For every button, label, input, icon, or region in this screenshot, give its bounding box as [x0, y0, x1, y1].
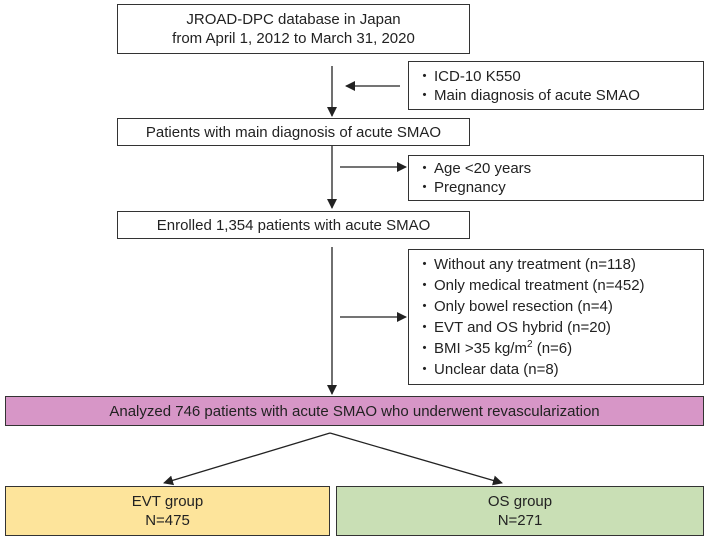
os-group-box: OS group N=271 — [336, 486, 704, 536]
exclusion3-item: Without any treatment (n=118) — [417, 254, 636, 275]
source-line-1: JROAD-DPC database in Japan — [186, 11, 401, 28]
exclusion3-item-bmi: BMI >35 kg/m2 (n=6) — [417, 338, 572, 359]
arrow-to-evt — [163, 432, 331, 486]
os-group-name: OS group — [487, 493, 553, 510]
bmi-suffix: (n=6) — [532, 340, 573, 357]
main-diagnosis-box: Patients with main diagnosis of acute SM… — [117, 118, 470, 146]
exclusion-box-1: ICD-10 K550 Main diagnosis of acute SMAO — [408, 61, 704, 110]
source-line-2: from April 1, 2012 to March 31, 2020 — [172, 30, 415, 47]
exclusion1-item: ICD-10 K550 — [417, 67, 521, 86]
enrolled-box: Enrolled 1,354 patients with acute SMAO — [117, 211, 470, 239]
main-diagnosis-text: Patients with main diagnosis of acute SM… — [145, 123, 442, 141]
exclusion3-item: Unclear data (n=8) — [417, 359, 559, 380]
exclusion-box-3: Without any treatment (n=118) Only medic… — [408, 249, 704, 385]
evt-group-count: N=475 — [145, 512, 190, 529]
evt-group-name: EVT group — [131, 493, 204, 510]
exclusion3-item: EVT and OS hybrid (n=20) — [417, 317, 611, 338]
exclusion-box-2: Age <20 years Pregnancy — [408, 155, 704, 201]
exclusion2-item: Pregnancy — [417, 178, 506, 197]
bmi-prefix: BMI >35 kg/m — [434, 340, 527, 357]
analyzed-text: Analyzed 746 patients with acute SMAO wh… — [109, 402, 600, 420]
exclusion1-item: Main diagnosis of acute SMAO — [417, 86, 640, 105]
exclusion3-item: Only bowel resection (n=4) — [417, 296, 613, 317]
evt-group-box: EVT group N=475 — [5, 486, 330, 536]
analyzed-box: Analyzed 746 patients with acute SMAO wh… — [5, 396, 704, 426]
bmi-superscript: 2 — [526, 339, 533, 350]
exclusion3-item: Only medical treatment (n=452) — [417, 275, 645, 296]
exclusion2-item: Age <20 years — [417, 159, 531, 178]
enrolled-text: Enrolled 1,354 patients with acute SMAO — [156, 216, 431, 234]
arrow-to-os — [329, 432, 503, 486]
os-group-count: N=271 — [497, 512, 543, 529]
source-database-box: JROAD-DPC database in Japan from April 1… — [117, 4, 470, 54]
